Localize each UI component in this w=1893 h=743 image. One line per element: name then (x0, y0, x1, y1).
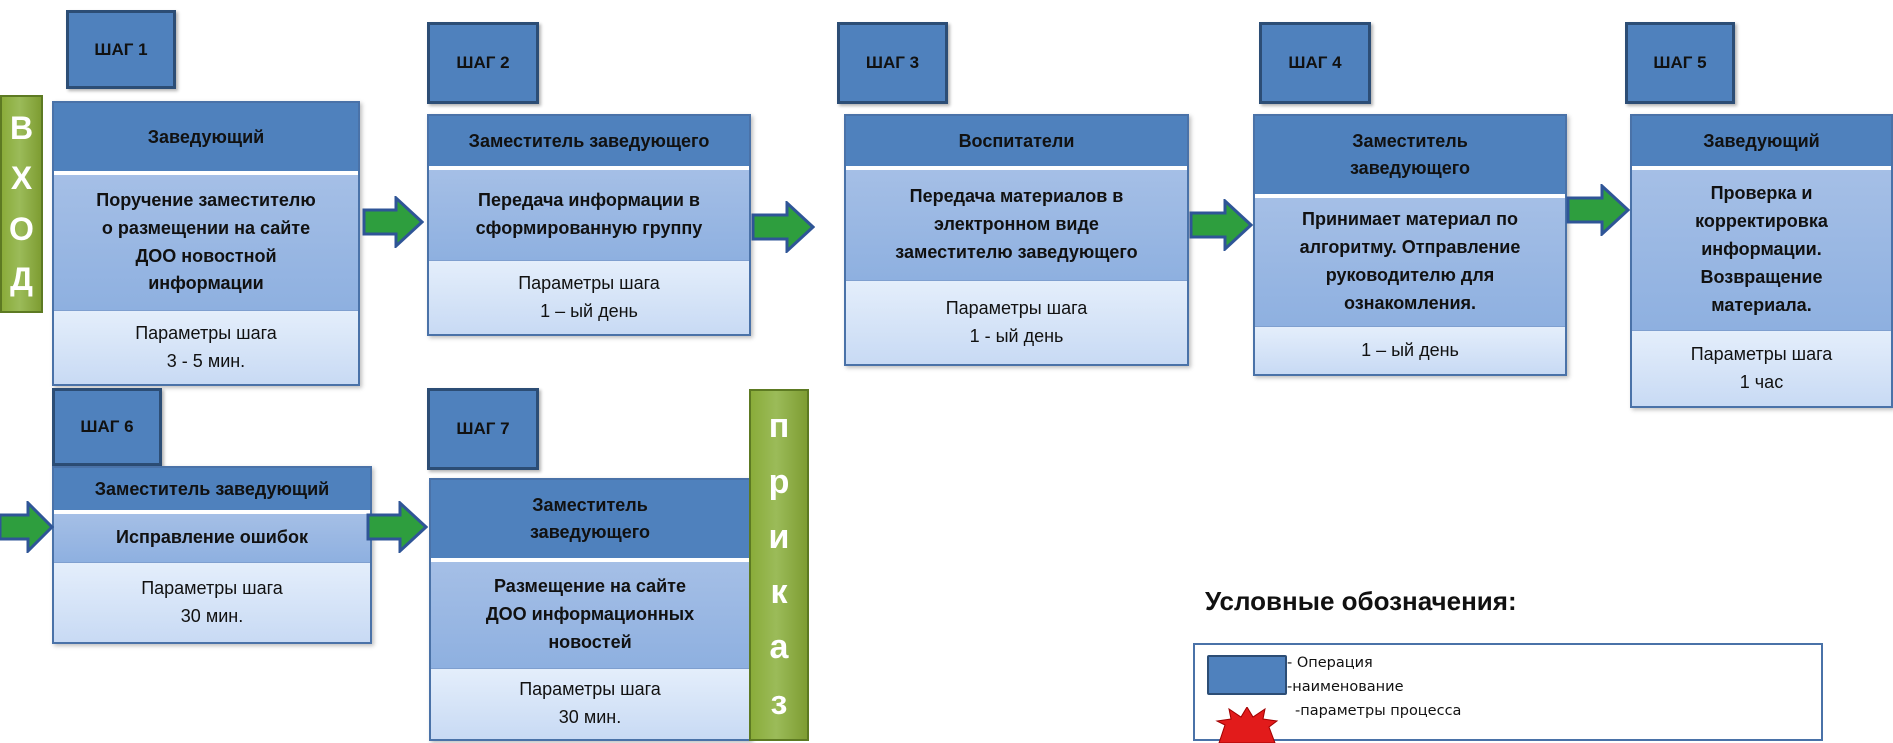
step-5-params: Параметры шага 1 час (1632, 331, 1891, 406)
step-7-label: ШАГ 7 (427, 388, 539, 470)
step-2-label: ШАГ 2 (427, 22, 539, 104)
arrow-right-icon (751, 201, 815, 253)
step-2-role: Заместитель заведующего (429, 116, 749, 170)
step-1-params: Параметры шага 3 - 5 мин. (54, 311, 358, 384)
step-6-params: Параметры шага 30 мин. (54, 563, 370, 642)
step-3-params: Параметры шага 1 - ый день (846, 281, 1187, 364)
step-3-card: Воспитатели Передача материалов в электр… (844, 114, 1189, 366)
exit-letter: и (768, 517, 790, 556)
exit-letter: п (768, 407, 790, 446)
step-5-description: Проверка и корректировка информации. Воз… (1632, 170, 1891, 331)
entry-letter: В (9, 110, 34, 147)
step-6-role: Заместитель заведующий (54, 468, 370, 514)
step-2-description: Передача информации в сформированную гру… (429, 170, 749, 261)
entry-letter: О (9, 210, 34, 247)
step-4-description: Принимает материал по алгоритму. Отправл… (1255, 198, 1565, 327)
step-5-label: ШАГ 5 (1625, 22, 1735, 104)
arrow-right-icon (1566, 184, 1630, 236)
step-3-description: Передача материалов в электронном виде з… (846, 170, 1187, 281)
step-4-params: 1 – ый день (1255, 327, 1565, 374)
burst-icon (1215, 707, 1279, 743)
entry-letter: Х (10, 160, 33, 197)
exit-letter: к (770, 573, 788, 612)
step-1-role: Заведующий (54, 103, 358, 175)
arrow-right-icon (0, 501, 54, 553)
exit-letter: р (768, 462, 790, 501)
step-4-label-text: ШАГ 4 (1288, 53, 1342, 72)
step-7-label-text: ШАГ 7 (456, 419, 510, 438)
entry-bar: В Х О Д (0, 95, 43, 313)
step-5-label-text: ШАГ 5 (1653, 53, 1707, 72)
step-6-card: Заместитель заведующий Исправление ошибо… (52, 466, 372, 644)
legend-box: - Операция -наименование -параметры проц… (1193, 643, 1823, 743)
step-2-card: Заместитель заведующего Передача информа… (427, 114, 751, 336)
legend-item: - Операция (1287, 655, 1373, 671)
exit-letter: з (770, 683, 788, 722)
legend-title: Условные обозначения: (1205, 586, 1517, 616)
step-1-card: Заведующий Поручение заместителю о разме… (52, 101, 360, 386)
step-5-role: Заведующий (1632, 116, 1891, 170)
step-3-role: Воспитатели (846, 116, 1187, 170)
step-6-label-text: ШАГ 6 (80, 417, 134, 436)
step-4-label: ШАГ 4 (1259, 22, 1371, 104)
arrow-right-icon (362, 196, 424, 248)
legend-item: -параметры процесса (1295, 703, 1462, 719)
step-1-description: Поручение заместителю о размещении на са… (54, 175, 358, 311)
step-1-label: ШАГ 1 (66, 10, 176, 89)
exit-letter: а (769, 628, 789, 667)
entry-letter: Д (10, 260, 33, 297)
step-2-label-text: ШАГ 2 (456, 53, 510, 72)
step-7-role: Заместитель заведующего (431, 480, 749, 562)
arrow-right-icon (1189, 199, 1253, 251)
arrow-right-icon (366, 501, 428, 553)
step-7-params: Параметры шага 30 мин. (431, 669, 749, 739)
step-6-description: Исправление ошибок (54, 514, 370, 563)
step-4-role: Заместитель заведующего (1255, 116, 1565, 198)
legend-operation-swatch (1207, 655, 1287, 695)
step-4-card: Заместитель заведующего Принимает матери… (1253, 114, 1567, 376)
step-6-label: ШАГ 6 (52, 388, 162, 466)
step-7-card: Заместитель заведующего Размещение на са… (429, 478, 751, 741)
step-3-label-text: ШАГ 3 (865, 53, 920, 72)
step-5-card: Заведующий Проверка и корректировка инфо… (1630, 114, 1893, 408)
legend-item: -наименование (1287, 679, 1404, 695)
step-3-label: ШАГ 3 (837, 22, 948, 104)
step-7-description: Размещение на сайте ДОО информационных н… (431, 562, 749, 669)
step-1-label-text: ШАГ 1 (94, 39, 148, 59)
exit-bar: п р и к а з (749, 389, 809, 741)
step-2-params: Параметры шага 1 – ый день (429, 261, 749, 334)
